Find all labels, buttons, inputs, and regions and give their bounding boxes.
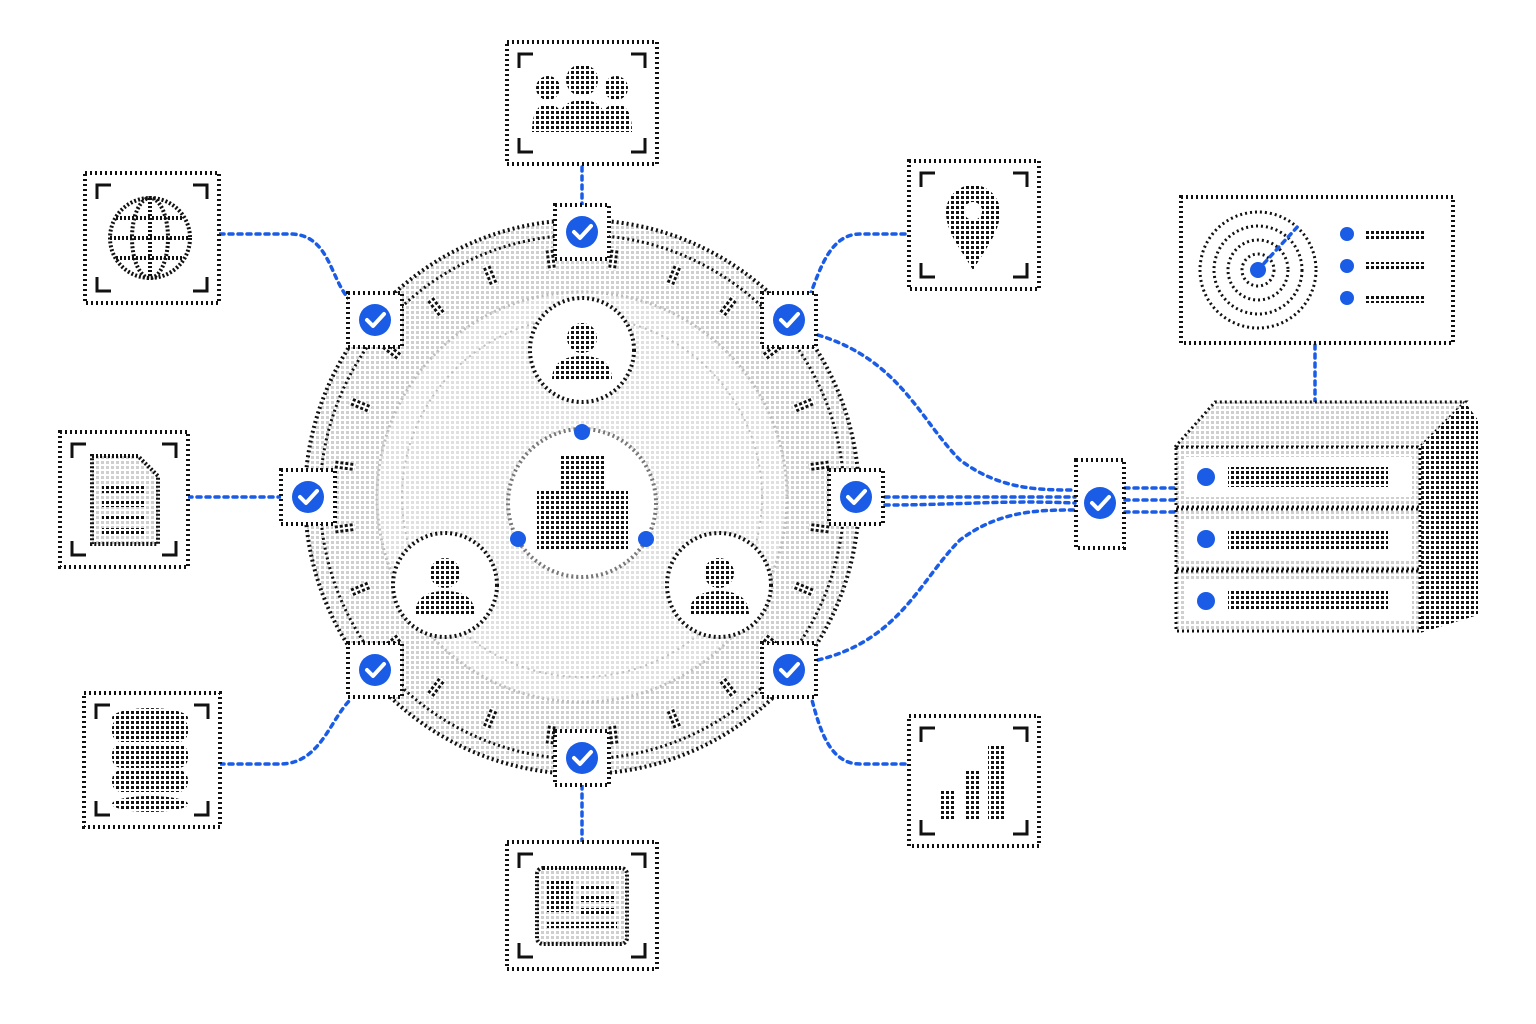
ring-tick xyxy=(718,676,738,699)
ring-tick xyxy=(332,460,356,472)
ring-tick-marks xyxy=(332,247,832,747)
server-unit xyxy=(1174,569,1422,633)
server-unit xyxy=(1174,507,1422,571)
globe-node[interactable] xyxy=(83,171,221,305)
ring-tick xyxy=(808,460,832,472)
ring-tick xyxy=(426,295,446,318)
location-pin-icon xyxy=(946,185,1000,270)
radar-icon xyxy=(1198,210,1318,330)
profile-card-icon xyxy=(535,866,629,946)
profile-card-node[interactable] xyxy=(505,840,659,971)
check-badge-icon xyxy=(1084,487,1116,519)
check-badge-icon xyxy=(346,641,404,699)
ring-tick xyxy=(792,397,816,414)
ring-tick xyxy=(718,295,738,318)
user-icon[interactable] xyxy=(665,531,773,639)
ring-tick xyxy=(808,522,832,534)
corner-brackets xyxy=(517,52,647,154)
corner-brackets xyxy=(95,183,209,293)
check-badge-icon xyxy=(1084,487,1116,519)
server-rack-icon[interactable] xyxy=(1171,400,1478,633)
hub-center xyxy=(506,427,658,579)
ring-tick xyxy=(607,247,619,271)
check-badge-icon xyxy=(553,203,611,261)
database-icon xyxy=(112,708,188,812)
check-badge-icon xyxy=(760,291,818,349)
corner-brackets xyxy=(919,171,1029,279)
location-node[interactable] xyxy=(907,159,1041,291)
bar-chart-icon xyxy=(940,744,1006,820)
user-icon[interactable] xyxy=(528,296,636,404)
user-icon[interactable] xyxy=(391,531,499,639)
corner-brackets xyxy=(94,703,210,817)
check-badge-icon xyxy=(346,291,404,349)
ring-tick xyxy=(545,247,557,271)
radar-list xyxy=(1340,227,1424,305)
relay-box[interactable] xyxy=(1074,458,1126,550)
ring-tick xyxy=(792,580,816,597)
document-icon xyxy=(90,454,160,546)
ring-tick xyxy=(332,522,356,534)
ring-tick xyxy=(607,723,619,747)
ring-tick xyxy=(482,707,499,731)
check-badge-icon xyxy=(760,641,818,699)
ring-tick xyxy=(348,580,372,597)
corner-brackets xyxy=(517,852,647,959)
ring-tick xyxy=(348,397,372,414)
ring-tick xyxy=(665,263,682,287)
server-unit xyxy=(1174,445,1422,509)
document-node[interactable] xyxy=(58,430,190,569)
ring-tick xyxy=(665,707,682,731)
check-badge-icon xyxy=(827,468,885,526)
building-icon xyxy=(537,455,628,550)
check-badge-icon xyxy=(279,468,337,526)
ring-tick xyxy=(426,676,446,699)
database-node[interactable] xyxy=(82,691,222,829)
analytics-node[interactable] xyxy=(907,714,1041,848)
team-icon xyxy=(532,64,632,132)
corner-brackets xyxy=(70,442,178,557)
checkpoint-badges xyxy=(279,203,885,787)
hub-junction-dots xyxy=(510,424,654,547)
check-badge-icon xyxy=(553,729,611,787)
corner-brackets xyxy=(919,726,1029,836)
team-node[interactable] xyxy=(505,40,659,166)
radar-panel[interactable] xyxy=(1179,195,1455,345)
globe-icon xyxy=(108,196,192,280)
ring-tick xyxy=(482,263,499,287)
